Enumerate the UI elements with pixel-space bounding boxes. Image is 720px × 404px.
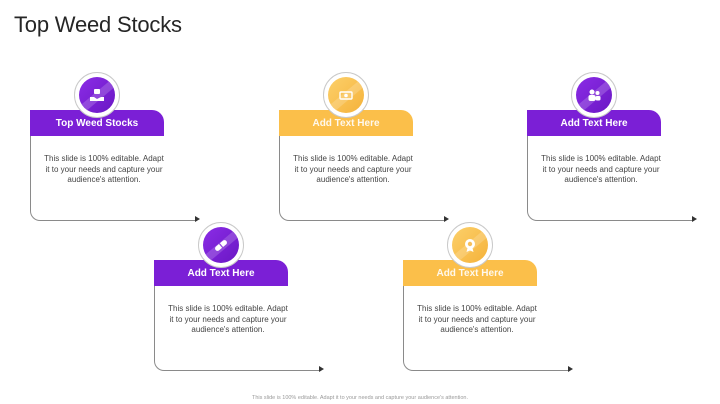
- arrow-icon: [568, 366, 573, 372]
- arrow-icon: [319, 366, 324, 372]
- footer-note: This slide is 100% editable. Adapt it to…: [252, 395, 468, 401]
- card-description: This slide is 100% editable. Adapt it to…: [417, 304, 537, 334]
- card-icon-circle: [323, 72, 369, 118]
- arrow-icon: [195, 216, 200, 222]
- card-description: This slide is 100% editable. Adapt it to…: [168, 304, 288, 334]
- card-label: Add Text Here: [527, 110, 661, 136]
- hand-money-icon: [90, 89, 104, 101]
- card-icon-circle: [571, 72, 617, 118]
- arrow-icon: [692, 216, 697, 222]
- card-icon-circle: [74, 72, 120, 118]
- people-icon: [588, 89, 601, 101]
- pill-icon: [215, 240, 227, 251]
- card-description: This slide is 100% editable. Adapt it to…: [541, 154, 661, 184]
- card-5: Add Text Here This slide is 100% editabl…: [403, 220, 573, 372]
- arrow-icon: [444, 216, 449, 222]
- card-description: This slide is 100% editable. Adapt it to…: [293, 154, 413, 184]
- card-outline: [154, 260, 321, 371]
- slide-title: Top Weed Stocks: [14, 12, 182, 37]
- card-outline: [527, 110, 694, 221]
- card-outline: [30, 110, 197, 221]
- card-description: This slide is 100% editable. Adapt it to…: [44, 154, 164, 184]
- card-outline: [279, 110, 446, 221]
- card-2: Add Text Here This slide is 100% editabl…: [279, 70, 449, 222]
- card-3: Add Text Here This slide is 100% editabl…: [527, 70, 697, 222]
- card-4: Add Text Here This slide is 100% editabl…: [154, 220, 324, 372]
- card-outline: [403, 260, 570, 371]
- money-icon: [339, 91, 353, 100]
- card-label: Add Text Here: [403, 260, 537, 286]
- card-icon-circle: [447, 222, 493, 268]
- card-icon-circle: [198, 222, 244, 268]
- card-1: Top Weed Stocks This slide is 100% edita…: [30, 70, 200, 222]
- badge-icon: [465, 239, 475, 252]
